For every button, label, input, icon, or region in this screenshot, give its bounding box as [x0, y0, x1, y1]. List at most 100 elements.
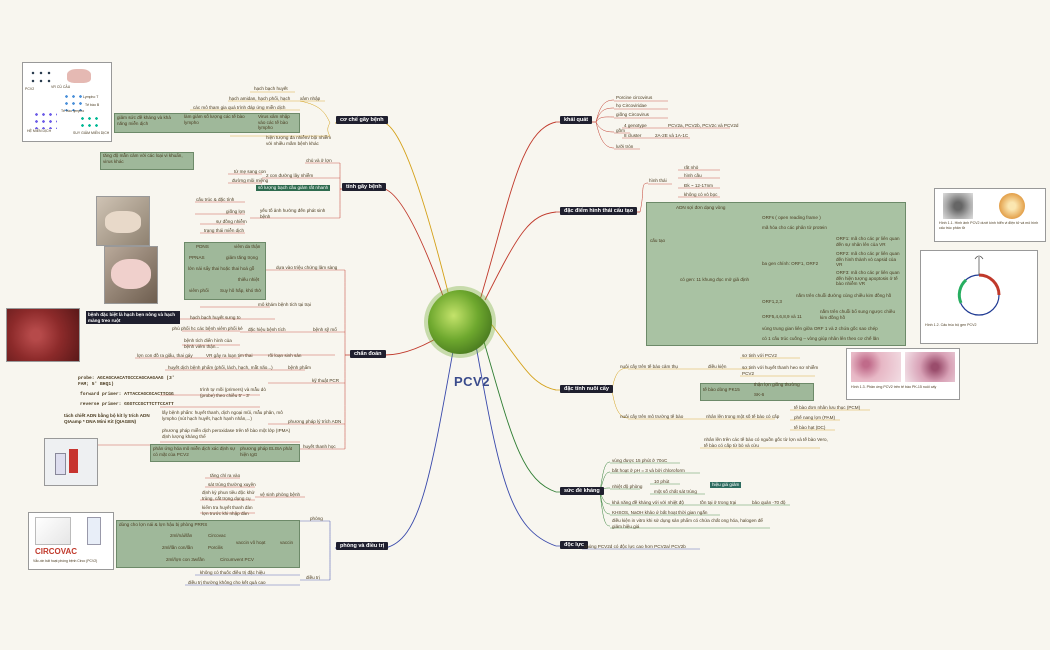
mech-label: Lympho T: [83, 95, 99, 99]
cd-pcr: trình tự mồi (primers) và mẫu dò (probe)…: [200, 387, 266, 398]
cd-bl: bệnh sỹ mổ: [313, 327, 337, 332]
cd-pcr: probe: AGCAGCAACATGCCCAGCAAGAAG (3' FAM;…: [78, 376, 175, 387]
cc-item: hiện tượng đa nhiễm/ bội nhiễm với nhiều…: [266, 135, 332, 146]
cd-ls: giảm tăng trọng: [226, 255, 258, 260]
pt-phong: Circovac: [208, 533, 226, 538]
cc-item: hạch bạch huyết: [254, 86, 288, 91]
cd-ls: viêm da thận: [234, 244, 261, 249]
lymph-cells: [33, 111, 57, 129]
cd-ls: viêm phổi: [189, 288, 209, 293]
cd-ls: thiếu nhiệt: [238, 277, 260, 282]
circovac-vial: [87, 517, 101, 545]
kq-item: Porcine circovirus: [616, 95, 653, 100]
pt-phong: định kỳ phun tiêu độc khử trùng, cắt trọ…: [202, 490, 255, 501]
cd-bl: rối loạn sinh sản: [268, 353, 302, 358]
ct-orf: nằm trên chuỗi đường cùng chiều kim đồng…: [796, 293, 892, 298]
node-tinh-gay-benh[interactable]: tính gây bệnh: [342, 183, 386, 191]
kq-item: lưỡi tròn: [616, 144, 634, 149]
cd-bl: phù phổi hc các bệnh viêm phổi kẻ: [172, 326, 243, 331]
ct-orf: nằm trên chuỗi bổ sung ngược chiều kim đ…: [820, 309, 896, 320]
node-phong-tri[interactable]: phòng và điều trị: [336, 542, 389, 550]
center-title: PCV2: [454, 374, 490, 389]
dk-item: khả năng đề kháng với với nhiệt độ: [612, 500, 684, 505]
pt-phong: vaccin: [280, 540, 294, 545]
node-hinh-thai[interactable]: đặc điểm hình thái cấu tạo: [560, 207, 638, 215]
fig1-caption: Hình 1.1. Hình ảnh PCV2 dưới kính hiển v…: [939, 221, 1039, 230]
tgb-item: cấu trúc & đặc tính: [196, 197, 235, 202]
cd-pcr: forward primer: ATTACCAGCGCACTTCGG: [80, 392, 174, 397]
pt-phong: 2ml/lần con/lần: [162, 545, 193, 550]
dk-item: vùng được 15 phút ở 70oC: [612, 458, 668, 463]
node-chan-doan[interactable]: chẩn đoán: [350, 350, 386, 358]
ct-orf: ORF2: mã cho các pr liên quan đến hình t…: [836, 251, 900, 268]
ht-shape: hình cầu: [684, 173, 702, 178]
ct-orf: mã hóa cho các phân tử protein: [762, 225, 827, 230]
vial: [55, 453, 66, 475]
kq-item: họ Circoviridae: [616, 103, 647, 108]
kq-item: 8 cluster: [624, 133, 642, 138]
immune-cells: [79, 115, 101, 131]
dk-tag: hiệu giá giảm: [710, 482, 742, 488]
nc-item: tế bào dòng PK15: [703, 387, 740, 392]
ct-orf: có gen: 11 khung đọc mở giả định: [680, 277, 750, 282]
cc-item: hạch amidan, hạch phổi, hạch: [229, 96, 291, 101]
node-de-khang[interactable]: sức đề kháng: [560, 487, 604, 495]
cd-bl: VR gây ra loạn tim thai: [206, 353, 253, 358]
mech-label: HỆ MIỄN DỊCH: [27, 129, 52, 133]
ht-shape: rất nhỏ: [684, 165, 699, 170]
cd-bl: lợn con đồ ra giấu, thai gáy: [137, 353, 193, 358]
node-co-che[interactable]: cơ chế gây bệnh: [336, 116, 388, 124]
pt-phong: dùng cho lợn nái & lợn hậu bị phòng PRRS: [119, 522, 208, 527]
pt-phong: vệ sinh phòng bệnh: [260, 492, 301, 497]
node-doc-luc[interactable]: độc lực: [560, 541, 588, 549]
circovac-logo: CIRCOVAC: [35, 547, 78, 556]
cd-pcr: phương pháp lý trích ADN: [288, 419, 342, 424]
pk15-box: [700, 383, 814, 401]
tgb-item: trạng thái miễn dịch: [204, 228, 245, 233]
cd-hl: bệnh đặc biệt là hạch bẹn nông và hạch m…: [86, 311, 180, 325]
nc-item: tế bào đơn nhân lưu thục (PCM): [794, 405, 861, 410]
virus-dots: [29, 69, 53, 85]
nc-item: nhân lên trên các tế bào có nguồn gốc từ…: [704, 437, 828, 448]
tgb-item: tử mẹ sang con: [234, 169, 266, 174]
dk-item: điều kiện in vitro khi sử dụng sản phẩm …: [612, 518, 763, 529]
figure-cell-culture: Hình 1.3. Phản ứng PCV2 trên tế bào PK-1…: [846, 348, 960, 400]
pt-phong: 2ml/nái/lần: [170, 533, 193, 538]
pig-body: [111, 259, 151, 289]
lung-photo: [6, 308, 80, 362]
cd-pcr: reverse primer: GGGTCCGCTTCTTCCATT: [80, 402, 174, 407]
pt-phong: vaccin vô hoạt: [236, 540, 266, 545]
cd-bl: mô khám bệnh tích tại trại: [258, 302, 311, 307]
cd-ls: PPNAS: [189, 255, 205, 260]
cd-pcr: bệnh phẩm: [288, 365, 311, 370]
tgb-item: 2 con đường lây nhiễm: [266, 173, 314, 178]
nc-item: điều kiện: [708, 364, 727, 369]
genome-circle: [957, 255, 1001, 316]
circovac-photo: CIRCOVAC Vắc-xin bất hoạt phòng bệnh Cir…: [28, 512, 114, 570]
mech-label: PCV2: [25, 87, 35, 91]
cell-photo-2: [905, 352, 955, 382]
kq-item: giống Circovirus: [616, 112, 649, 117]
pt-phong: Porcilis: [208, 545, 223, 550]
cd-ht: phương pháp ELISA phát hiện IgG: [240, 446, 293, 457]
ct-orf: ba gen chính: ORF1, ORF2: [762, 261, 819, 266]
node-khai-quat[interactable]: khái quát: [560, 116, 593, 124]
mech-label: Tế bào B: [85, 103, 100, 107]
figure-mechanism: PCV2 VR CỦ CẦU Tế bào lympho Lympho T Tế…: [22, 62, 112, 142]
tgb-item: chủ và ở lợn: [306, 158, 332, 163]
vial: [69, 449, 78, 473]
cd-bl: đặc hiệu bệnh tích: [248, 327, 286, 332]
ct-orf: ORF1,2,3: [762, 299, 782, 304]
capsid-model: [999, 193, 1025, 219]
ct-orf: ORF1: mã cho các pr liên quan đến sự nhâ…: [836, 236, 900, 247]
tgb-tag: số lượng bạch cầu giảm rất nhanh: [256, 185, 331, 191]
cd-bl: bệnh tích điển hình của bệnh viêm thận..…: [184, 338, 232, 349]
dk-item: KHSOS, NaOH khảo ứ bất hoạt thời gian ng…: [612, 510, 708, 515]
mech-label: SUY GIẢM MIỄN DỊCH: [73, 131, 110, 135]
kq-item: 2A-2E và 1A-1C: [655, 133, 689, 138]
nc-item: thận lợn giống thường: [754, 382, 800, 387]
pt-phong: tăng chỉ ra vào: [210, 473, 241, 478]
ct-adn: ADN sợi đơn dạng vòng: [676, 205, 726, 210]
node-nuoi-cay[interactable]: đặc tính nuôi cấy: [560, 385, 613, 393]
pt-dt: điều trị thường không cho kết quả cao: [188, 580, 266, 585]
